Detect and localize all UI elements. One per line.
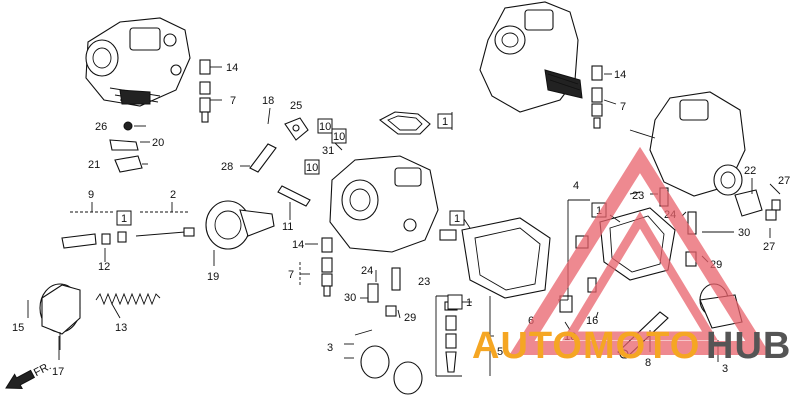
- callout-label: 8: [645, 357, 651, 369]
- callout-label: 10: [306, 162, 318, 174]
- front-direction-label: FR.: [32, 360, 53, 379]
- callout-label: 1: [454, 213, 460, 225]
- callout-label: 23: [418, 276, 430, 288]
- carburetor-assembly-right: [629, 91, 746, 197]
- jets-and-needles: [277, 185, 697, 317]
- callout-label: 27: [763, 241, 775, 253]
- joint-assembly-lower: [354, 283, 743, 395]
- callout-label: 3: [722, 363, 728, 375]
- throttle-spring: [95, 292, 161, 306]
- watermark-text-gray: HUB: [706, 325, 791, 367]
- callout-label: 14: [292, 239, 304, 251]
- callout-label: 3: [327, 342, 333, 354]
- front-direction-arrow: FR.: [5, 360, 53, 390]
- callout-label: 5: [497, 346, 503, 358]
- callout-label: 26: [95, 121, 107, 133]
- callout-label: 14: [226, 62, 238, 74]
- top-cover: [39, 283, 81, 350]
- callout-label: 16: [586, 315, 598, 327]
- shaft-parts-row: [61, 227, 195, 249]
- callout-label: 20: [152, 137, 164, 149]
- float-needle-stack: [444, 301, 458, 373]
- callout-label: 7: [288, 269, 294, 281]
- callout-label: 27: [778, 175, 790, 187]
- callout-label: 1: [121, 213, 127, 225]
- callout-label: 15: [12, 322, 24, 334]
- callout-label: 30: [738, 227, 750, 239]
- callout-label: 13: [115, 322, 127, 334]
- callout-label: 7: [620, 101, 626, 113]
- carburetor-body-center: [329, 155, 439, 253]
- callout-label: 24: [361, 265, 373, 277]
- callout-label: 25: [290, 100, 302, 112]
- link-bracket: [284, 117, 309, 141]
- watermark-logo: AUTOMOTO HUB: [472, 146, 791, 367]
- watermark-text-orange: AUTOMOTO: [472, 325, 700, 367]
- callout-label: 2: [170, 189, 176, 201]
- float-chamber-cover: [461, 207, 676, 299]
- callout-label: 22: [744, 165, 756, 177]
- callout-label: 10: [333, 131, 345, 143]
- callout-label: 9: [88, 189, 94, 201]
- callout-label: 23: [632, 190, 644, 202]
- callout-label: 4: [573, 180, 579, 192]
- callout-label: 7: [230, 95, 236, 107]
- throttle-bracket-right: [734, 189, 781, 221]
- callout-label: 30: [344, 292, 356, 304]
- callout-label: 12: [98, 261, 110, 273]
- callout-label: 18: [262, 95, 274, 107]
- spring-screw-stack-left: [199, 59, 603, 297]
- callout-label: 17: [52, 366, 64, 378]
- callout-label: 1: [466, 297, 472, 309]
- breather-tube: [249, 143, 277, 173]
- callout-label: 14: [614, 69, 626, 81]
- vacuum-chamber-cover: [205, 200, 275, 250]
- choke-lever-parts: [109, 121, 143, 173]
- callout-label: 21: [88, 159, 100, 171]
- callout-label: 1: [596, 205, 602, 217]
- callout-label: 31: [322, 145, 334, 157]
- callout-label: 28: [221, 161, 233, 173]
- carburetor-assembly-top-center: [479, 1, 583, 113]
- carburetor-assembly-top-left: [85, 17, 191, 107]
- gasket-top: [378, 111, 431, 135]
- callout-label: 1: [442, 116, 448, 128]
- callout-label: 29: [404, 312, 416, 324]
- callout-label: 11: [282, 221, 293, 233]
- callout-label: 10: [319, 121, 331, 133]
- callout-label: 19: [207, 271, 219, 283]
